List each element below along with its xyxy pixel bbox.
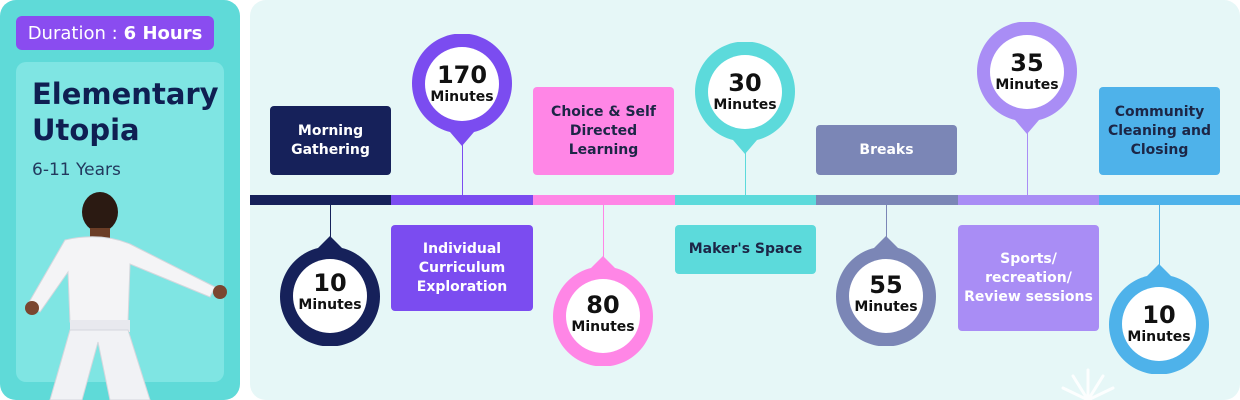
activity-label-community-cleaning: Community Cleaning and Closing [1099,87,1220,175]
connector-line [1159,205,1160,270]
timeline-segment-maker [675,195,816,205]
activity-label-morning-gathering: Morning Gathering [270,106,391,175]
activity-label-sports-recreation: Sports/ recreation/ Review sessions [958,225,1099,331]
timeline-segment-individual [391,195,533,205]
duration-badge: Duration : 6 Hours [16,16,214,50]
duration-minutes: 30 [695,70,795,96]
duration-pin-breaks: 55 Minutes [836,236,936,336]
timeline-segment-choice [533,195,675,205]
duration-unit: Minutes [695,96,795,114]
duration-pin-choice: 80 Minutes [553,256,653,356]
activity-label-individual-curriculum: Individual Curriculum Exploration [391,225,533,311]
duration-pin-individual: 170 Minutes [412,34,512,134]
activity-label-choice-self-directed: Choice & Self Directed Learning [533,87,674,175]
duration-unit: Minutes [1109,328,1209,346]
connector-line [745,150,746,195]
connector-line [886,205,887,240]
duration-unit: Minutes [836,298,936,316]
duration-pin-morning: 10 Minutes [280,236,380,336]
duration-label: Duration : [28,23,118,44]
activity-label-makers-space: Maker's Space [675,225,816,274]
karate-kid-illustration [10,192,230,400]
duration-minutes: 35 [977,50,1077,76]
duration-minutes: 55 [836,272,936,298]
activity-label-breaks: Breaks [816,125,957,175]
duration-unit: Minutes [553,318,653,336]
program-title: Elementary Utopia [32,76,219,148]
connector-line [462,140,463,195]
duration-unit: Minutes [412,88,512,106]
duration-unit: Minutes [977,76,1077,94]
timeline-segment-sports [958,195,1099,205]
schedule-timeline: Morning Gathering 10 Minutes Individual … [250,0,1240,400]
duration-unit: Minutes [280,296,380,314]
duration-minutes: 10 [1109,302,1209,328]
connector-line [1027,130,1028,195]
program-title-line1: Elementary [32,76,219,112]
duration-minutes: 170 [412,62,512,88]
age-range: 6-11 Years [32,160,121,180]
duration-pin-sports: 35 Minutes [977,22,1077,122]
duration-minutes: 80 [553,292,653,318]
duration-minutes: 10 [280,270,380,296]
timeline-segment-closing [1099,195,1240,205]
duration-pin-community: 10 Minutes [1109,264,1209,364]
duration-value: 6 Hours [124,23,203,44]
timeline-segment-morning [250,195,391,205]
timeline-segment-breaks [816,195,958,205]
program-card: Duration : 6 Hours Elementary Utopia 6-1… [0,0,240,400]
connector-line [330,205,331,240]
decorative-flower-icon [1058,360,1118,400]
connector-line [603,205,604,260]
duration-pin-makers: 30 Minutes [695,42,795,142]
program-title-line2: Utopia [32,112,219,148]
